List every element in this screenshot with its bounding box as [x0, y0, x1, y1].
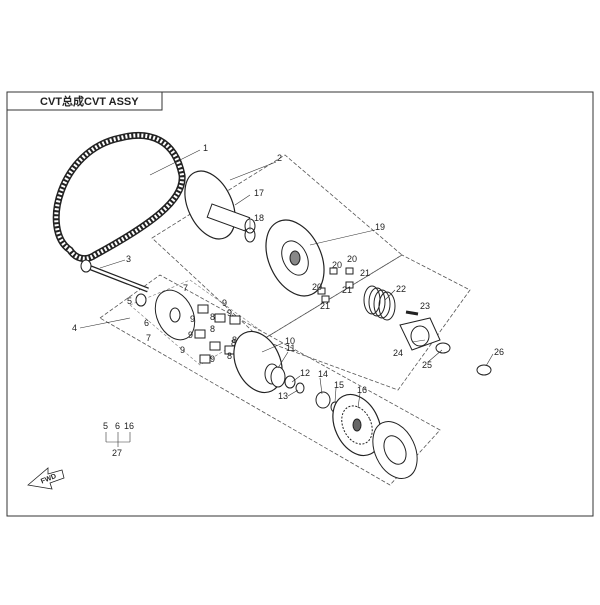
callout-9d: 9 — [188, 330, 193, 340]
secondary-fixed-sheave — [184, 170, 256, 240]
kit-legend: 5 6 16 27 — [103, 421, 134, 458]
callout-20c: 20 — [312, 282, 322, 292]
flyweights — [194, 304, 241, 364]
o-ring — [476, 364, 492, 376]
callout-17: 17 — [254, 188, 264, 198]
torque-cam — [399, 317, 441, 351]
callout-18: 18 — [254, 213, 264, 223]
callout-19: 19 — [375, 222, 385, 232]
callout-6: 6 — [144, 318, 149, 328]
fwd-arrow-icon: FWD — [27, 467, 65, 490]
callout-20a: 20 — [347, 254, 357, 264]
callout-21c: 21 — [320, 301, 330, 311]
leader-lines — [79, 149, 494, 409]
callout-1: 1 — [203, 143, 208, 153]
callout-8d: 8 — [227, 351, 232, 361]
callout-13: 13 — [278, 391, 288, 401]
secondary-movable-sheave — [265, 219, 325, 297]
callout-15: 15 — [334, 380, 344, 390]
callout-21b: 21 — [342, 285, 352, 295]
washer-12 — [284, 375, 296, 389]
callout-26: 26 — [494, 347, 504, 357]
callout-8a: 8 — [210, 312, 215, 322]
diagram-title: CVT总成CVT ASSY — [40, 94, 139, 108]
callout-8e: 8 — [231, 338, 236, 348]
callout-16: 16 — [357, 385, 367, 395]
callout-23: 23 — [420, 301, 430, 311]
callout-9f: 9 — [210, 354, 215, 364]
callout-22: 22 — [396, 284, 406, 294]
callout-21a: 21 — [360, 268, 370, 278]
callout-8c: 8 — [232, 335, 237, 345]
bushing — [264, 363, 286, 388]
callout-7b: 7 — [146, 333, 151, 343]
center-bolt — [80, 259, 149, 293]
primary-fixed-sheave — [332, 393, 382, 457]
diagram-frame — [6, 91, 594, 517]
callout-2: 2 — [277, 153, 282, 163]
callout-5a: 5 — [127, 296, 132, 306]
secondary-sheave-group — [151, 154, 403, 341]
bearing — [315, 391, 331, 409]
pin — [405, 310, 419, 316]
callout-9b: 9 — [227, 308, 232, 318]
callout-10: 10 — [285, 336, 295, 346]
callout-9e: 9 — [180, 345, 185, 355]
weights-group — [129, 279, 261, 366]
legend-item-6: 6 — [115, 421, 120, 431]
title-box — [6, 91, 163, 111]
callout-8b: 8 — [210, 324, 215, 334]
legend-item-5: 5 — [103, 421, 108, 431]
callout-7a: 7 — [183, 283, 188, 293]
legend-total: 27 — [112, 448, 122, 458]
back-plate — [372, 421, 418, 479]
washer-13 — [295, 382, 305, 394]
spider-plate — [154, 289, 196, 341]
torque-spring — [363, 285, 396, 321]
callout-14: 14 — [318, 369, 328, 379]
callout-11: 11 — [286, 343, 295, 353]
callout-24: 24 — [393, 348, 403, 358]
callout-9c: 9 — [190, 314, 195, 324]
washer — [135, 293, 147, 307]
callout-3: 3 — [126, 254, 131, 264]
callout-9a: 9 — [222, 298, 227, 308]
slider-blocks — [317, 267, 354, 303]
callout-4: 4 — [72, 323, 77, 333]
callout-12: 12 — [300, 368, 310, 378]
legend-item-16: 16 — [124, 421, 134, 431]
retainer-ring — [435, 342, 451, 354]
callout-25: 25 — [422, 360, 432, 370]
drive-belt — [52, 131, 186, 263]
callout-20b: 20 — [332, 260, 342, 270]
cover-group — [261, 254, 471, 391]
